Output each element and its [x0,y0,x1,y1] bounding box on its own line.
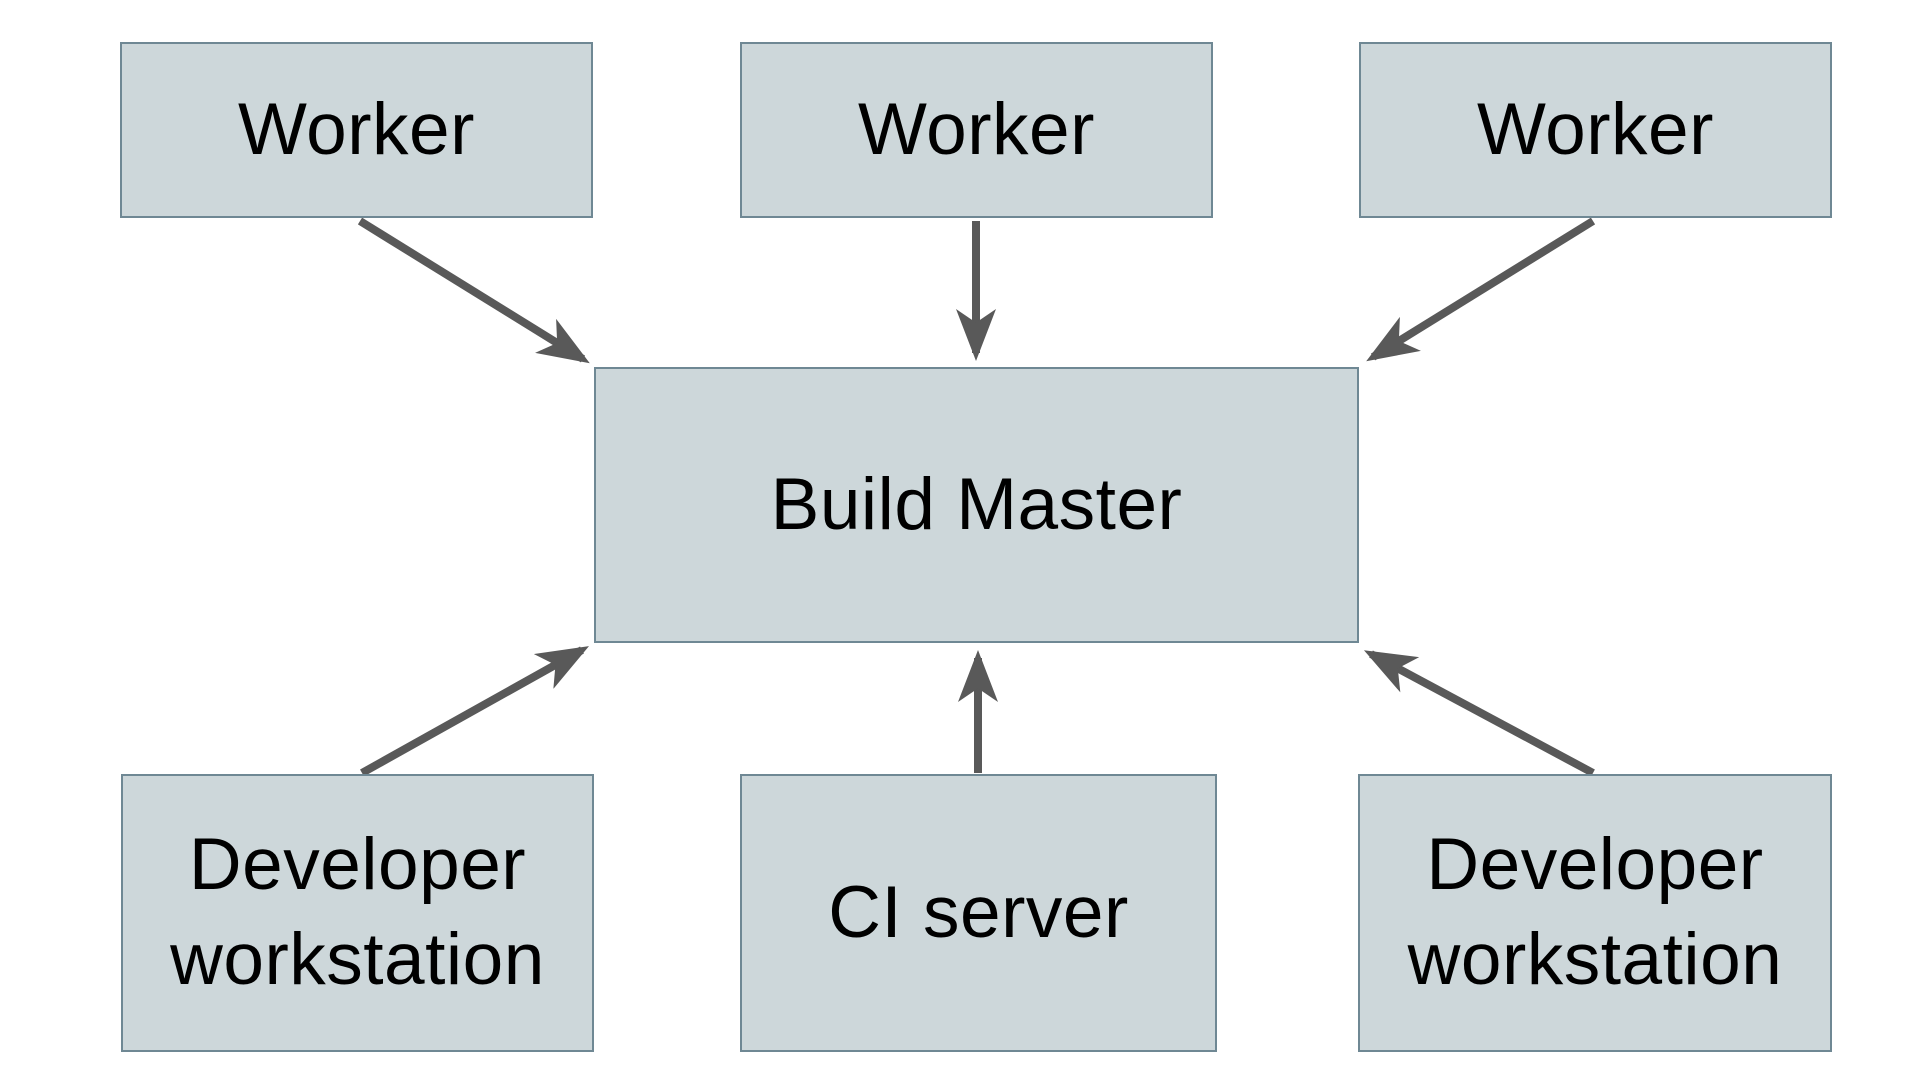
arrow-worker-3-to-build-master [1366,217,1596,362]
node-worker-1-label: Worker [238,88,475,170]
node-worker-2: Worker [740,42,1213,218]
node-dev-workstation-left: Developer workstation [121,774,594,1052]
node-worker-3: Worker [1359,42,1832,218]
node-dev-workstation-left-label: Developer workstation [170,824,545,1000]
node-ci-server: CI server [740,774,1217,1052]
node-worker-3-label: Worker [1477,88,1714,170]
node-worker-1: Worker [120,42,593,218]
node-worker-2-label: Worker [858,88,1095,170]
arrow-dev-workstation-left-to-build-master [360,646,589,777]
node-build-master: Build Master [594,367,1359,643]
node-dev-workstation-right-label: Developer workstation [1407,824,1783,1000]
node-build-master-label: Build Master [770,463,1183,545]
arrow-worker-1-to-build-master [357,217,590,364]
node-ci-server-label: CI server [828,871,1129,953]
arrow-dev-workstation-right-to-build-master [1363,650,1595,777]
node-dev-workstation-right: Developer workstation [1358,774,1832,1052]
